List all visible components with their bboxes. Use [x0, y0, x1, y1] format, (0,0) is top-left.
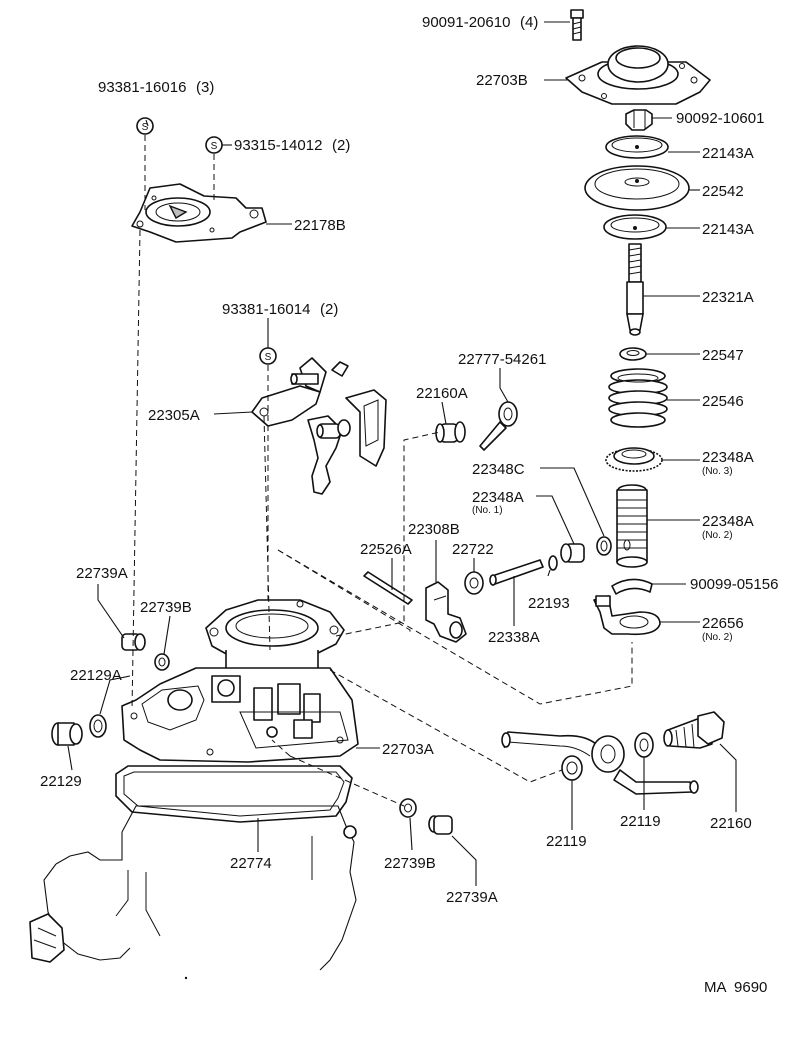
label-c12-note: (No. 1)	[472, 505, 503, 516]
diaphragm-22542	[584, 165, 690, 211]
label-c37: 22119	[620, 813, 661, 830]
bushing-22722	[464, 571, 484, 595]
screw-symbol-93381-16014: S	[259, 347, 277, 365]
pump-body	[29, 805, 357, 971]
label-c11: 22348C	[472, 461, 525, 478]
sleeve-22348A-no2	[616, 484, 648, 568]
label-c10: 22348A	[702, 449, 754, 466]
label-c15-note: (No. 2)	[702, 632, 733, 643]
label-c6: 22143A	[702, 221, 754, 238]
screw-symbol-93381-16016: S	[136, 117, 154, 135]
lever-22656-no2	[593, 595, 661, 636]
label-c21: 22160A	[416, 385, 468, 402]
washer-22739B-left	[154, 653, 170, 671]
overflow-pipe	[501, 731, 699, 795]
label-c1-qty: (4)	[520, 14, 538, 31]
bushing-22348A-no1	[560, 543, 585, 563]
banjo-bolt-22160	[663, 711, 725, 749]
label-c17-qty: (2)	[332, 137, 350, 154]
pin-22526A	[363, 571, 413, 605]
label-c19-qty: (2)	[320, 301, 338, 318]
label-c2: 22703B	[476, 72, 528, 89]
label-c28: 22739A	[76, 565, 128, 582]
plate-22178B	[131, 183, 267, 243]
label-c34: 22739B	[384, 855, 436, 872]
label-c5: 22542	[702, 183, 744, 200]
plug-22160A	[435, 421, 466, 443]
label-c25: 22722	[452, 541, 494, 558]
part-labels: 90091-20610 (4) 22703B 90092-10601 22143…	[40, 14, 778, 996]
label-c20: 22777-54261	[458, 351, 546, 368]
label-c15: 22656	[702, 615, 744, 632]
governor-cover-22703B	[565, 45, 711, 105]
nut-90092-10601	[625, 109, 653, 131]
label-c10-note: (No. 3)	[702, 466, 733, 477]
gasket-22774	[115, 765, 353, 823]
washer-22143A-lower	[603, 214, 667, 240]
stray-dot	[184, 976, 188, 980]
label-c1: 90091-20610	[422, 14, 510, 31]
label-c23: 22308B	[408, 521, 460, 538]
label-c30: 22129A	[70, 667, 122, 684]
label-c32: 22703A	[382, 741, 434, 758]
plug-22129	[51, 722, 83, 746]
washer-22129A	[89, 714, 107, 738]
label-c9: 22546	[702, 393, 744, 410]
washer-22739B-right	[399, 798, 417, 818]
shaft-22338A	[489, 559, 544, 586]
gear-22348A-no3	[605, 447, 663, 472]
label-c8: 22547	[702, 347, 744, 364]
housing-22703A	[121, 599, 359, 763]
bolt-90091-20610	[570, 9, 584, 41]
label-c26: 22193	[528, 595, 570, 612]
label-c12: 22348A	[472, 489, 524, 506]
screw-symbol-93315-14012: S	[205, 136, 223, 154]
spring-22546	[608, 368, 668, 428]
screw-symbol-letter: S	[142, 122, 149, 133]
label-c16-qty: (3)	[196, 79, 214, 96]
pin-22777-54261	[479, 401, 518, 451]
governor-lever-22305A	[251, 357, 387, 495]
label-c38: 22160	[710, 815, 752, 832]
label-c27: 22338A	[488, 629, 540, 646]
fitting-22739A-left	[121, 633, 146, 651]
label-c29: 22739B	[140, 599, 192, 616]
ring-22348C	[596, 536, 612, 556]
washer-22547	[619, 347, 647, 361]
snap-ring-90099-05156	[611, 578, 653, 595]
label-c3: 90092-10601	[676, 110, 764, 127]
label-c14: 90099-05156	[690, 576, 778, 593]
bracket-22308B	[425, 581, 467, 643]
washer-22119-right	[634, 732, 654, 758]
label-c31: 22129	[40, 773, 82, 790]
label-c18: 22178B	[294, 217, 346, 234]
label-c4: 22143A	[702, 145, 754, 162]
shaft-22321A	[626, 243, 644, 336]
label-c13: 22348A	[702, 513, 754, 530]
leader-lines	[67, 21, 737, 886]
label-c33: 22774	[230, 855, 272, 872]
label-c22: 22305A	[148, 407, 200, 424]
label-c24: 22526A	[360, 541, 412, 558]
fitting-22739A-right	[428, 815, 453, 835]
label-c7: 22321A	[702, 289, 754, 306]
screw-symbol-letter: S	[265, 352, 272, 363]
label-c35: 22739A	[446, 889, 498, 906]
label-c19: 93381-16014	[222, 301, 310, 318]
label-c17: 93315-14012	[234, 137, 322, 154]
assembly-lines	[131, 135, 633, 807]
label-c13-note: (No. 2)	[702, 530, 733, 541]
washer-22143A-upper	[605, 135, 669, 159]
screw-symbol-letter: S	[211, 141, 218, 152]
label-c36: 22119	[546, 833, 587, 850]
label-c16: 93381-16016	[98, 79, 186, 96]
washer-22119-left	[561, 755, 583, 781]
ring-22193	[548, 555, 558, 571]
drawing-code: MA 9690	[704, 979, 767, 996]
